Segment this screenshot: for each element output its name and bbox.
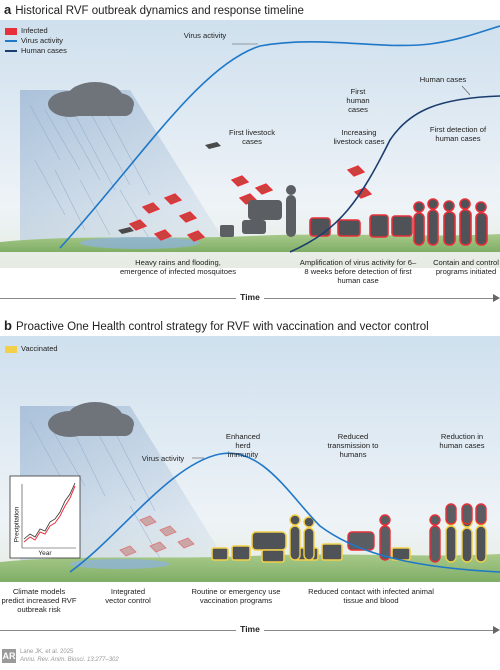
legend-b: Vaccinated bbox=[5, 344, 58, 354]
increasing-livestock-label: Increasing livestock cases bbox=[333, 128, 385, 146]
infected-swatch bbox=[5, 27, 17, 35]
precipitation-series-dark bbox=[23, 482, 76, 540]
panel-b-scene bbox=[0, 336, 500, 582]
citation-line1: Lane JK, et al. 2025 bbox=[20, 649, 74, 655]
cloud-icon-b bbox=[48, 402, 134, 437]
inset-ylabel: Precipitation bbox=[13, 506, 21, 543]
legend-infected-label: Infected bbox=[21, 26, 48, 35]
virus-activity-label-b: Virus activity bbox=[141, 454, 185, 463]
legend-a: Infected Virus activity Human cases bbox=[5, 26, 67, 56]
arrow-icon-b bbox=[493, 626, 500, 634]
arrow-icon bbox=[493, 294, 500, 302]
virus-activity-curve bbox=[59, 25, 500, 249]
human-cases-swatch bbox=[5, 50, 17, 52]
virus-activity-swatch bbox=[5, 40, 17, 42]
inset-xlabel: Year bbox=[38, 550, 52, 557]
panel-a-scene bbox=[0, 20, 500, 268]
infected-people-a bbox=[309, 198, 488, 246]
legend-human-label: Human cases bbox=[21, 46, 67, 55]
vaccinated-people bbox=[289, 514, 487, 563]
climate-models-label: Climate models predict increased RVF out… bbox=[1, 587, 77, 614]
time-axis-b: Time bbox=[0, 624, 500, 638]
first-detection-label: First detection of human cases bbox=[429, 125, 487, 143]
livestock-group-a bbox=[220, 185, 296, 237]
first-human-label: First human cases bbox=[346, 87, 370, 114]
contain-label: Contain and control programs initiated bbox=[433, 258, 499, 276]
annual-reviews-logo: AR bbox=[2, 649, 16, 663]
time-label-a: Time bbox=[236, 292, 264, 302]
time-label-b: Time bbox=[236, 624, 264, 634]
cloud-icon bbox=[48, 82, 134, 117]
reduction-human-label: Reduction in human cases bbox=[439, 432, 485, 450]
precipitation-inset bbox=[9, 475, 81, 559]
time-axis-a: Time bbox=[0, 292, 500, 306]
vaccinated-swatch bbox=[5, 345, 17, 353]
citation: Lane JK, et al. 2025 Annu. Rev. Anim. Bi… bbox=[20, 648, 119, 664]
infected-mosquitoes bbox=[128, 165, 373, 242]
precipitation-series-red bbox=[23, 485, 76, 543]
vector-control-label: Integrated vector control bbox=[105, 587, 151, 605]
human-cases-label-a: Human cases bbox=[419, 75, 467, 84]
first-livestock-label: First livestock cases bbox=[229, 128, 275, 146]
reduced-contact-label: Reduced contact with infected animal tis… bbox=[308, 587, 434, 605]
virus-activity-curve-b bbox=[69, 452, 500, 573]
citation-line2: Annu. Rev. Anim. Biosci. 13:277–302 bbox=[20, 657, 119, 663]
mosquitoes-b bbox=[119, 515, 195, 557]
enhanced-immunity-label: Enhanced herd immunity bbox=[225, 432, 261, 459]
vaccination-programs-label: Routine or emergency use vaccination pro… bbox=[191, 587, 281, 605]
amplification-label: Amplification of virus activity for 6–8 … bbox=[299, 258, 417, 285]
human-cases-curve bbox=[289, 95, 500, 253]
heavy-rains-label: Heavy rains and flooding, emergence of i… bbox=[119, 258, 237, 276]
legend-virus-label: Virus activity bbox=[21, 36, 63, 45]
reduced-transmission-label: Reduced transmission to humans bbox=[327, 432, 379, 459]
virus-activity-label-a: Virus activity bbox=[183, 31, 227, 40]
flood-water bbox=[80, 237, 200, 249]
legend-vaccinated-label: Vaccinated bbox=[21, 344, 58, 353]
human-cases-leader bbox=[461, 85, 471, 96]
